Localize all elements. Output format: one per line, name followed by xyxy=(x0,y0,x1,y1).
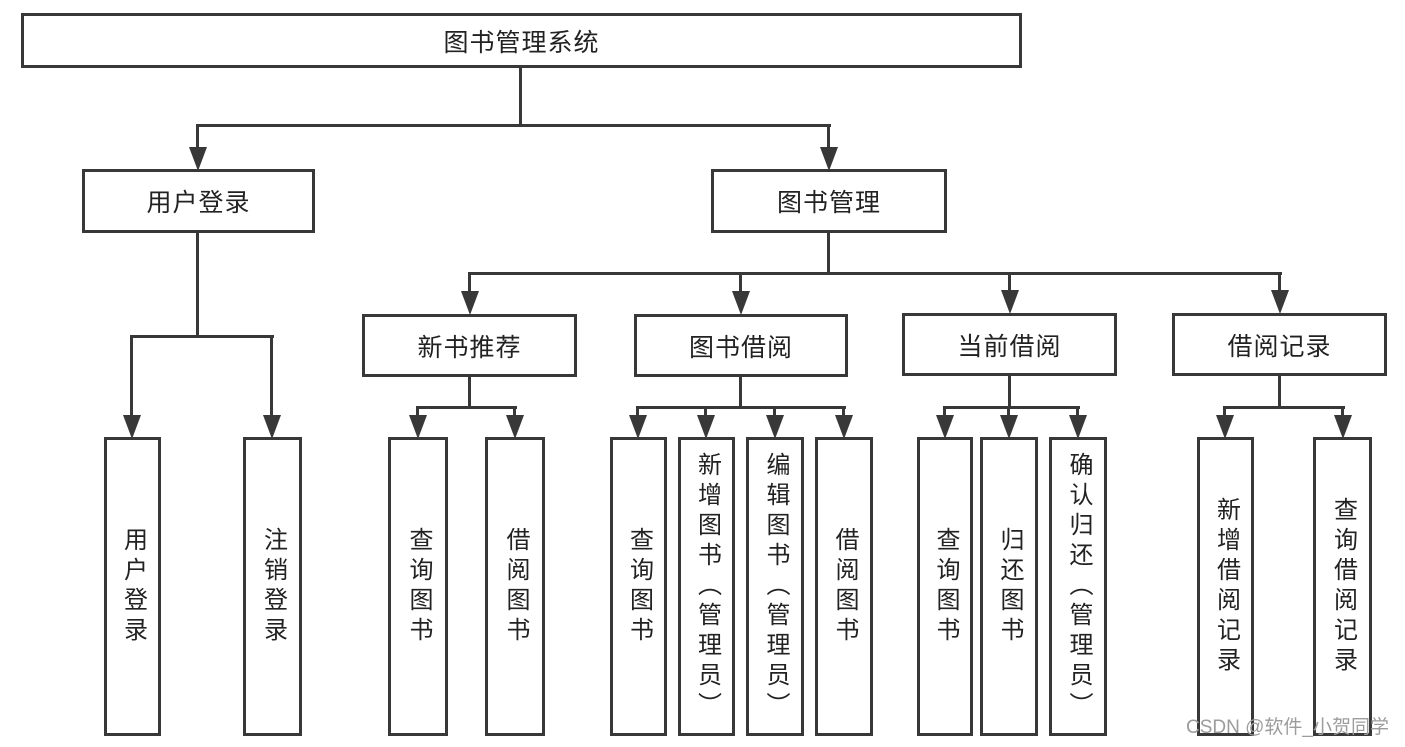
connector-line xyxy=(1278,272,1281,293)
leaf-logout: 注销登录 xyxy=(243,437,302,736)
connector-line xyxy=(468,377,471,408)
arrowhead-icon xyxy=(835,415,853,439)
arrowhead-icon xyxy=(461,291,479,315)
connector-line xyxy=(519,68,522,126)
leaf-add-books-admin: 新增图书（管理员） xyxy=(678,437,735,736)
connector-line xyxy=(704,406,707,417)
leaf-confirm-return-admin: 确认归还（管理员） xyxy=(1049,437,1107,736)
connector-line xyxy=(196,124,199,150)
connector-line xyxy=(1223,406,1345,409)
arrowhead-icon xyxy=(629,415,647,439)
connector-line xyxy=(130,335,274,338)
node-user-login: 用户登录 xyxy=(82,169,315,233)
connector-line xyxy=(416,406,517,409)
connector-line xyxy=(943,406,1080,409)
connector-line xyxy=(1223,406,1226,417)
arrowhead-icon xyxy=(732,291,750,315)
connector-line xyxy=(270,335,273,417)
connector-line xyxy=(827,233,830,274)
leaf-return-books: 归还图书 xyxy=(980,437,1038,736)
connector-line xyxy=(468,272,471,293)
node-book-borrowing: 图书借阅 xyxy=(634,314,848,377)
node-new-book-recommendation: 新书推荐 xyxy=(362,314,577,377)
node-current-borrowing: 当前借阅 xyxy=(902,313,1117,376)
connector-line xyxy=(513,406,516,417)
arrowhead-icon xyxy=(1334,415,1352,439)
connector-line xyxy=(1008,376,1011,408)
arrowhead-icon xyxy=(123,415,141,439)
arrowhead-icon xyxy=(766,415,784,439)
node-root-library-system: 图书管理系统 xyxy=(21,13,1022,68)
arrowhead-icon xyxy=(820,147,838,171)
leaf-borrow-books-recommend: 借阅图书 xyxy=(485,437,545,736)
connector-line xyxy=(827,124,830,150)
connector-line xyxy=(1008,272,1011,293)
leaf-borrow-books: 借阅图书 xyxy=(815,437,873,736)
connector-line xyxy=(636,406,846,409)
connector-line xyxy=(196,124,831,127)
arrowhead-icon xyxy=(189,147,207,171)
connector-line xyxy=(739,377,742,408)
arrowhead-icon xyxy=(1069,415,1087,439)
arrowhead-icon xyxy=(506,415,524,439)
arrowhead-icon xyxy=(1216,415,1234,439)
csdn-watermark: CSDN @软件_小贺同学 xyxy=(1186,717,1389,738)
connector-line xyxy=(468,272,1282,275)
connector-line xyxy=(130,335,133,417)
arrowhead-icon xyxy=(1001,290,1019,314)
leaf-query-books-current: 查询图书 xyxy=(917,437,973,736)
connector-line xyxy=(1007,406,1010,417)
connector-line xyxy=(1341,406,1344,417)
arrowhead-icon xyxy=(1000,415,1018,439)
arrowhead-icon xyxy=(263,415,281,439)
leaf-add-borrow-record: 新增借阅记录 xyxy=(1197,437,1254,736)
connector-line xyxy=(773,406,776,417)
arrowhead-icon xyxy=(936,415,954,439)
leaf-edit-books-admin: 编辑图书（管理员） xyxy=(746,437,804,736)
connector-line xyxy=(1278,376,1281,408)
arrowhead-icon xyxy=(1271,290,1289,314)
node-borrowing-records: 借阅记录 xyxy=(1172,313,1387,376)
arrowhead-icon xyxy=(409,415,427,439)
connector-line xyxy=(636,406,639,417)
connector-line xyxy=(196,233,199,337)
leaf-user-login: 用户登录 xyxy=(104,437,161,736)
connector-line xyxy=(842,406,845,417)
connector-line xyxy=(739,272,742,293)
connector-line xyxy=(943,406,946,417)
leaf-query-borrow-record: 查询借阅记录 xyxy=(1313,437,1372,736)
leaf-query-books-recommend: 查询图书 xyxy=(388,437,448,736)
connector-line xyxy=(1076,406,1079,417)
arrowhead-icon xyxy=(697,415,715,439)
node-book-management: 图书管理 xyxy=(711,169,947,233)
connector-line xyxy=(416,406,419,417)
leaf-query-books-borrowing: 查询图书 xyxy=(610,437,667,736)
